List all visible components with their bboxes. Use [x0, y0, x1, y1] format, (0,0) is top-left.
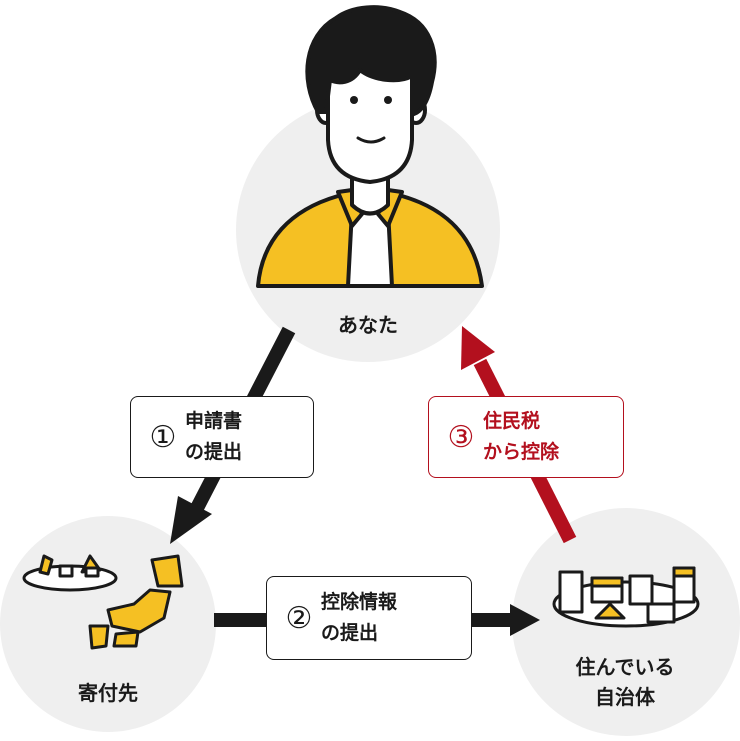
furusato-icon: [22, 554, 184, 650]
step-2-number: ②: [285, 600, 313, 636]
step-2-text: 控除情報 の提出: [321, 587, 397, 649]
step-2-line2: の提出: [321, 622, 379, 644]
step-1-line1: 申請書: [185, 410, 243, 432]
municipality-label: 住んでいる 自治体: [560, 652, 690, 712]
town-icon: [552, 566, 700, 628]
step-1-box: ① 申請書 の提出: [130, 396, 314, 478]
step-1-number: ①: [149, 419, 177, 455]
step-2-line1: 控除情報: [321, 591, 398, 613]
step-3-line1: 住民税: [483, 410, 541, 432]
you-label: あなた: [338, 313, 398, 337]
step-1-line2: の提出: [185, 441, 243, 463]
step-3-line2: から控除: [483, 441, 560, 463]
step-1-text: 申請書 の提出: [185, 406, 242, 468]
person-eye-right: [384, 96, 392, 104]
person-hair: [305, 5, 437, 116]
step-3-text: 住民税 から控除: [483, 406, 559, 468]
person-face: [326, 68, 414, 184]
japan-map-shikoku: [112, 630, 140, 648]
donation-target-node-circle: [0, 516, 216, 732]
person-mouth: [356, 136, 386, 144]
person-illustration: [256, 5, 484, 288]
municipality-label-line1: 住んでいる: [575, 655, 675, 679]
step-3-box: ③ 住民税 から控除: [428, 396, 624, 478]
person-eye-left: [350, 96, 358, 104]
japan-map-hokkaido: [150, 554, 184, 588]
japan-map-kyushu: [88, 624, 110, 650]
donation-target-label: 寄付先: [78, 681, 138, 705]
municipality-label-line2: 自治体: [595, 685, 655, 709]
step-3-number: ③: [447, 419, 475, 455]
step-2-box: ② 控除情報 の提出: [266, 576, 472, 660]
japan-map-honshu: [106, 588, 172, 634]
